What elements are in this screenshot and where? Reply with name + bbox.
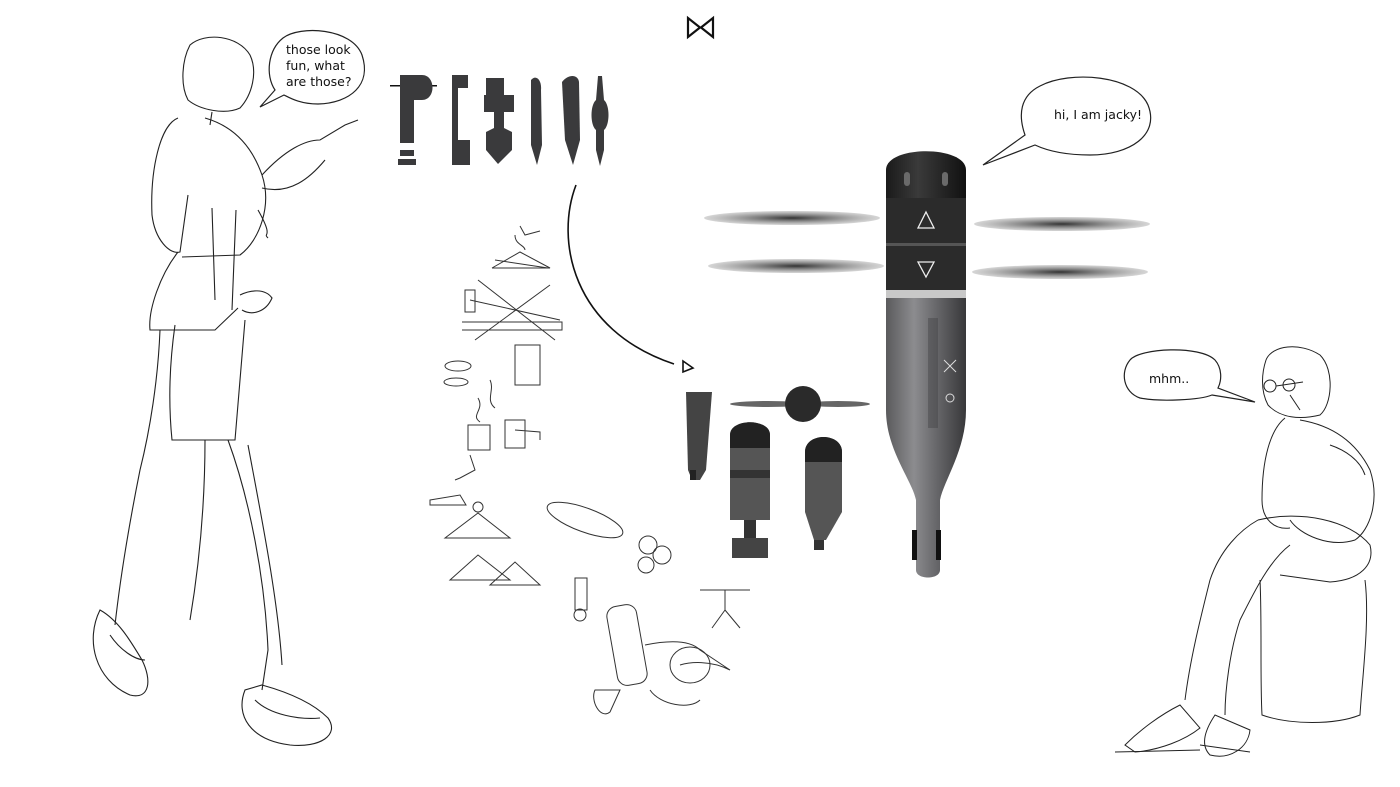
sketch-woman-standing xyxy=(92,36,359,746)
bubble-text-woman-left: those look fun, what are those? xyxy=(286,42,352,89)
product-jacky xyxy=(704,151,1150,578)
sketch-woman-sitting xyxy=(1114,346,1375,757)
blade-top-right xyxy=(974,217,1150,231)
flow-arrow xyxy=(567,184,695,374)
concept-sketches xyxy=(429,225,750,715)
bubble-text-product: hi, I am jacky! xyxy=(1054,107,1143,122)
speech-bubble-jacky xyxy=(982,76,1152,166)
variant-pictograms xyxy=(390,75,609,166)
speech-bubble-right xyxy=(1123,349,1256,403)
blade-bottom-left xyxy=(708,259,884,273)
arrow-down-icon xyxy=(916,261,936,279)
bubble-text-woman-right: mhm.. xyxy=(1149,371,1190,386)
blade-bottom-right xyxy=(972,265,1148,279)
bowtie-logo-icon xyxy=(686,15,715,40)
arrow-up-icon xyxy=(916,210,936,229)
exploded-parts xyxy=(686,386,870,558)
blade-top-left xyxy=(704,211,880,225)
speech-bubble-left xyxy=(259,29,365,108)
